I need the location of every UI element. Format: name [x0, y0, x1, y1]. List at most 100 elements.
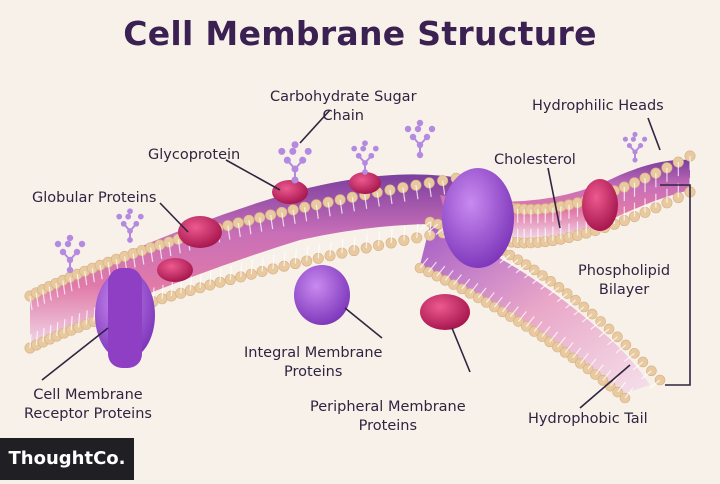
tail-line — [283, 252, 286, 267]
label-line: Peripheral Membrane — [310, 399, 466, 415]
tail-line — [35, 292, 39, 307]
tail-line — [485, 292, 495, 303]
tail-line — [189, 276, 192, 291]
tail-line — [91, 268, 95, 283]
tail-line — [493, 296, 503, 308]
tail-line — [270, 214, 274, 230]
tail-line — [99, 265, 103, 280]
tail-line — [170, 281, 173, 297]
tail-line — [327, 202, 331, 217]
tail-line — [461, 278, 471, 290]
tail-line — [250, 260, 253, 275]
glycoprotein-body — [272, 180, 308, 204]
tail-line — [572, 347, 582, 359]
tail-line — [161, 284, 164, 299]
tail-line — [315, 204, 319, 219]
tail-line — [624, 352, 635, 362]
tail-line — [416, 223, 419, 238]
tail-line — [55, 283, 59, 298]
tail-line — [533, 321, 543, 332]
tail-line — [523, 269, 535, 279]
sugar-chain — [351, 140, 379, 175]
tail-line — [150, 247, 154, 262]
tail-line — [587, 358, 597, 370]
tail-line — [403, 226, 406, 241]
tail-line — [69, 277, 73, 292]
tail-line — [590, 320, 601, 330]
label-phospholipid-bilayer: Phospholipid Bilayer — [578, 262, 670, 300]
tail-line — [469, 283, 479, 294]
tail-line — [272, 254, 275, 269]
tail-line — [641, 370, 652, 380]
tail-line — [515, 264, 527, 274]
tail-line — [42, 327, 45, 343]
tail-line — [607, 336, 618, 346]
tail-line — [107, 262, 111, 277]
tail-line — [93, 307, 96, 322]
tail-line — [351, 197, 355, 212]
tail-line — [42, 289, 46, 304]
tail-line — [49, 325, 52, 340]
tail-line — [35, 330, 39, 346]
tail-line — [649, 379, 661, 389]
tail-line — [427, 223, 439, 233]
tail-line — [377, 231, 381, 246]
tail-line — [444, 269, 454, 281]
label-glycoprotein: Glycoprotein — [148, 147, 241, 163]
tail-line — [62, 280, 66, 295]
label-globular-proteins: Globular Proteins — [32, 190, 157, 206]
tail-line — [389, 189, 393, 205]
tail-line — [501, 301, 511, 313]
label-line: Cell Membrane — [33, 387, 143, 403]
tail-line — [132, 253, 136, 268]
tail-line — [517, 311, 527, 322]
tail-line — [365, 233, 368, 249]
tail-line — [624, 387, 634, 399]
label-line: Phospholipid — [578, 263, 671, 279]
tail-line — [209, 270, 212, 286]
tail-line — [573, 306, 585, 316]
thoughtco-logo: ThoughtCo. — [0, 438, 134, 480]
tail-line — [364, 194, 368, 209]
tail-line — [548, 286, 560, 296]
integral-protein — [294, 265, 350, 325]
tail-line — [429, 221, 432, 236]
tail-line — [63, 319, 66, 334]
tail-line — [70, 316, 73, 331]
tail-line — [306, 246, 309, 261]
tail-line — [419, 257, 429, 269]
globular-protein-2 — [157, 258, 193, 282]
tail-line — [615, 344, 627, 354]
tail-line — [240, 262, 243, 277]
tail-line — [415, 185, 419, 200]
label-line: Proteins — [284, 364, 343, 380]
tail-line — [617, 381, 627, 393]
tail-line — [56, 322, 59, 337]
label-cholesterol: Cholesterol — [494, 152, 576, 168]
globular-protein — [178, 216, 222, 248]
tail-line — [237, 222, 241, 237]
tail-line — [159, 244, 163, 259]
label-line: Proteins — [358, 418, 418, 434]
label-carbohydrate-sugar-chain: Carbohydrate Sugar Chain — [270, 88, 417, 126]
sugar-chain — [54, 234, 86, 274]
tail-line — [199, 273, 202, 288]
label-line: Integral Membrane — [244, 345, 383, 361]
tail-line — [579, 353, 589, 364]
cholesterol-protein — [582, 179, 618, 231]
label-line: Receptor Proteins — [24, 406, 152, 422]
tail-line — [532, 275, 543, 284]
tail-line — [229, 265, 232, 280]
sugar-chain — [622, 131, 648, 163]
tail-line — [281, 212, 285, 227]
tail-line — [540, 280, 552, 290]
tail-line — [581, 313, 593, 323]
tail-line — [317, 244, 320, 259]
tail-line — [180, 279, 183, 294]
proteins — [95, 168, 618, 368]
sugar-chain — [116, 208, 144, 243]
label-line: Carbohydrate Sugar — [270, 89, 417, 105]
glycoprotein-body-2 — [349, 172, 381, 194]
